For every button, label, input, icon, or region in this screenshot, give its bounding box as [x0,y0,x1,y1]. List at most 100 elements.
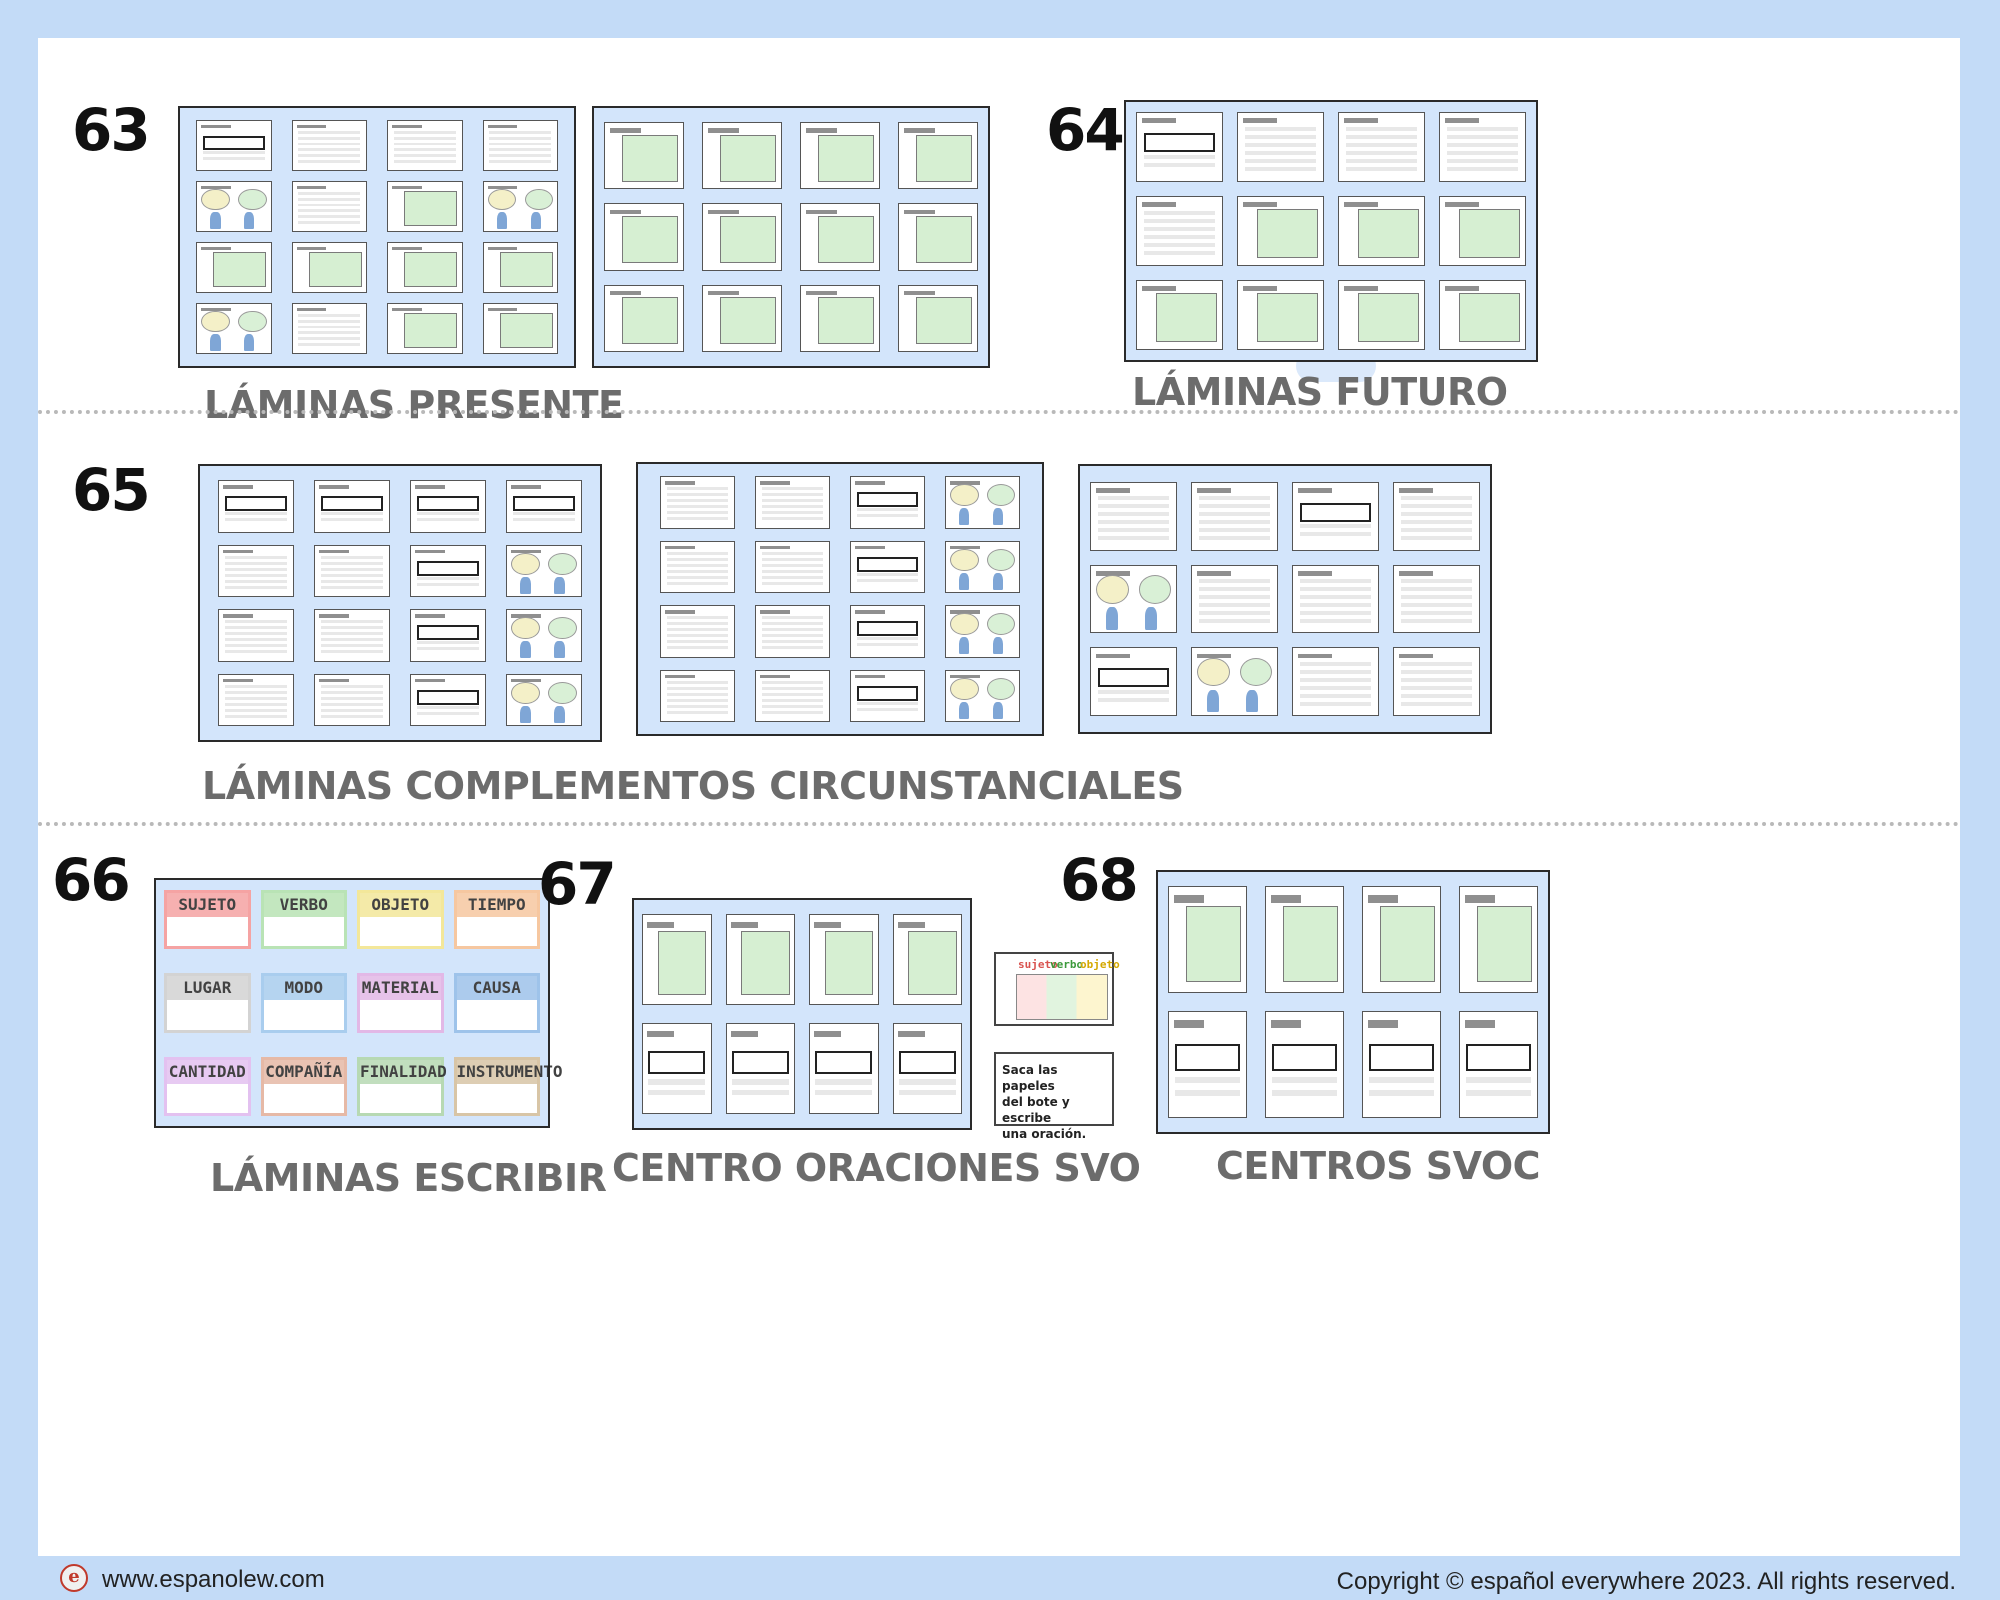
thumbnail-line [666,692,729,696]
thumbnail-line [393,130,456,134]
thumbnail-title-box [320,496,384,512]
section-divider-2 [38,822,1960,826]
thumbnail-line [856,508,919,512]
thumbnail-line [1400,528,1473,533]
slide-thumbnail [702,284,782,352]
thumbnail-line [815,1079,873,1085]
thumbnail-title-box [416,689,480,705]
thumbnail-line [298,313,361,317]
thumbnail-line [224,690,288,694]
thumbnail-line [1345,134,1418,139]
thumbnail-line [1446,159,1519,164]
thumbnail-line [856,572,919,576]
slide-thumbnail [898,203,978,271]
presente-panel-1 [178,106,576,368]
slide-thumbnail [1439,112,1526,182]
slide-thumbnail [1136,280,1223,350]
thumbnail-header [201,124,231,129]
thumbnail-line [224,512,288,516]
thumbnail-header [1344,118,1379,124]
thumbnail-line [1143,243,1216,248]
slide-thumbnail [1439,280,1526,350]
speech-bubble [201,188,230,211]
thumbnail-line [761,557,824,561]
escribir-card-label: CAUSA [456,976,537,1001]
escribir-card-label: SUJETO [167,893,248,917]
section-divider-1 [38,410,1960,414]
svo-note-line-1: Saca las papeles [1002,1063,1058,1093]
thumbnail-line [298,343,361,347]
thumbnail-title-box [815,1050,873,1075]
thumbnail-header [296,185,327,190]
escribir-card-objeto: OBJETO [357,890,444,950]
thumbnail-header [1344,202,1379,208]
thumbnail-header [950,545,980,550]
thumbnail-header [415,678,446,683]
thumbnail-title-box [1143,133,1216,153]
slide-thumbnail [314,673,390,726]
thumbnail-line [666,616,729,620]
thumbnail-line [393,142,456,146]
thumbnail-line [489,142,552,146]
slide-thumbnail [291,181,367,232]
speech-bubble [238,188,267,211]
svo-strip-objeto: objeto [1080,958,1120,971]
thumbnail-line [1400,586,1473,591]
thumbnail-table [1379,905,1436,982]
thumbnail-line [320,555,384,559]
thumbnail-header [1367,895,1399,903]
thumbnail-header [609,209,641,215]
thumbnail-title-box [416,560,480,576]
caption-laminas-presente: LÁMINAS PRESENTE [204,383,624,427]
thumbnail-header [1142,118,1177,124]
section-number-63: 63 [72,96,151,164]
slide-thumbnail [945,605,1020,658]
thumbnail-line [1369,1089,1434,1096]
thumbnail-line [202,157,265,161]
thumbnail-line [761,622,824,626]
thumbnail-line [1097,520,1170,525]
thumbnail-line [416,518,480,522]
thumbnail-title-box [856,621,919,637]
speech-bubble [950,484,979,507]
thumbnail-line [416,582,480,586]
escribir-card-compañía: COMPAÑÍA [260,1056,347,1116]
child-figure [992,637,1003,655]
slide-thumbnail [945,669,1020,722]
thumbnail-table [720,134,777,182]
thumbnail-line [1345,142,1418,147]
thumbnail-line [761,640,824,644]
thumbnail-line [1299,661,1372,666]
slide-thumbnail [755,605,830,658]
thumbnail-table [720,216,777,264]
thumbnail-line [1345,159,1418,164]
thumbnail-line [761,569,824,573]
thumbnail-line [856,707,919,711]
website-link[interactable]: www.espanolew.com [102,1566,325,1593]
thumbnail-header [1243,202,1278,208]
thumbnail-line [393,148,456,152]
thumbnail-header [897,922,925,929]
thumbnail-title-box [1369,1043,1434,1071]
thumbnail-line [666,628,729,632]
thumbnail-header [1298,653,1333,659]
thumbnail-table [622,297,679,345]
slide-thumbnail [218,609,294,662]
thumbnail-line [1097,512,1170,517]
caption-centro-oraciones-svo: CENTRO ORACIONES SVO [612,1146,1141,1190]
slide-thumbnail [1168,886,1247,993]
thumbnail-table [404,190,458,227]
thumbnail-line [761,551,824,555]
thumbnail-header [511,549,542,554]
child-figure [959,572,970,590]
slide-thumbnail [482,242,558,293]
thumbnail-line [320,702,384,706]
thumbnail-line [298,130,361,134]
thumbnail-table [741,931,790,996]
thumbnail-line [666,499,729,503]
thumbnail-line [1198,496,1271,501]
child-figure [210,334,221,352]
thumbnail-line [416,512,480,516]
slide-thumbnail [1191,647,1278,716]
